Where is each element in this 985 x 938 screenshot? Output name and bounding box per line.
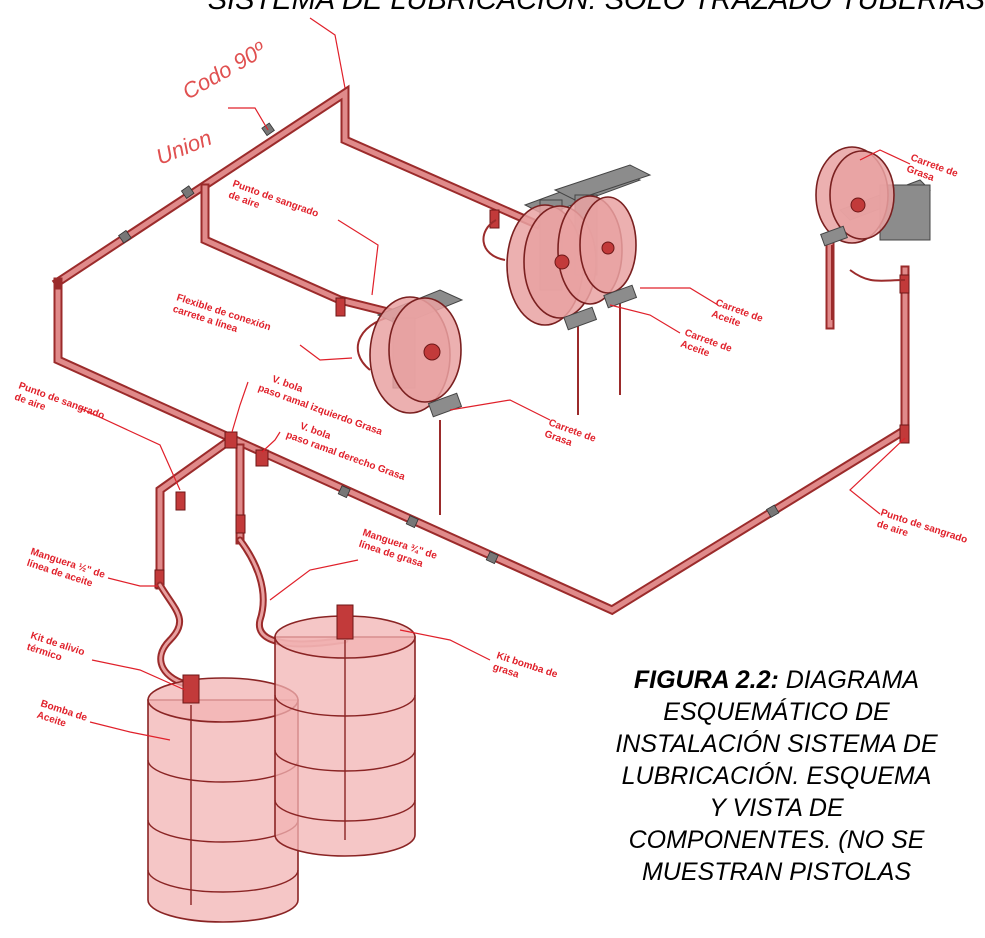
label-union: Union [153, 125, 216, 170]
label-purga-right: Punto de sangrado de aire [875, 507, 968, 545]
drum-grasa [274, 604, 416, 857]
figure-caption: FIGURA 2.2: DIAGRAMA ESQUEMÁTICO DE INST… [568, 664, 985, 888]
union-fitting [765, 504, 780, 518]
pump-head [336, 604, 354, 640]
label-carrete-grasa-mid: Carrete de Grasa [543, 417, 598, 448]
pipe-unions [118, 122, 780, 565]
label-carrete-aceite-1: Carrete de Aceite [710, 297, 765, 329]
page-title: SISTEMA DE LUBRICACIÓN: SOLO TRAZADO TUB… [207, 0, 985, 16]
union-fitting [118, 229, 132, 244]
bleed-valve [489, 209, 500, 229]
reel-grasa-right [815, 146, 931, 247]
caption-line: Y VISTA DE [709, 794, 844, 822]
reel-aceite-group [506, 164, 652, 331]
ball-valve [224, 431, 238, 449]
pump-head [182, 674, 200, 704]
bleed-valve [899, 274, 910, 294]
union-fitting [405, 515, 419, 529]
main-pipe-network [51, 84, 910, 616]
caption-line: LUBRICACIÓN. ESQUEMA [621, 762, 932, 790]
caption-line: INSTALACIÓN SISTEMA DE [615, 730, 938, 758]
label-codo: Codo 90º [178, 37, 270, 105]
union-fitting [180, 185, 195, 199]
leader-lines [79, 17, 911, 741]
reel-grasa-mid [369, 289, 464, 418]
union-fitting [337, 485, 351, 499]
caption-line: DIAGRAMA [785, 666, 920, 694]
bleed-valve [899, 424, 910, 444]
label-purga-top: Punto de sangrado de aire [227, 178, 320, 219]
caption-line: ESQUEMÁTICO DE [663, 698, 890, 726]
label-flexible: Flexible de conexión carrete a línea [171, 292, 272, 335]
caption-line: MUESTRAN PISTOLAS [641, 858, 912, 886]
caption-line: COMPONENTES. (NO SE [628, 826, 925, 854]
bleed-valve [175, 491, 186, 511]
bleed-valve [335, 297, 346, 317]
label-carrete-aceite-2: Carrete de Aceite [679, 327, 734, 359]
label-kit-bomba-grasa: Kit bomba de grasa [491, 650, 559, 680]
ball-valve [255, 449, 269, 467]
valves [154, 209, 910, 589]
label-manguera-aceite: Manguera ½" de línea de aceite [25, 546, 106, 589]
label-manguera-grasa: Manguera ¾" de línea de grasa [357, 527, 438, 570]
bleed-valve [235, 514, 246, 534]
caption-bold: FIGURA 2.2: [633, 666, 779, 694]
union-fitting [485, 551, 499, 565]
label-purga-left: Punto de sangrado de aire [13, 380, 106, 421]
drum-aceite [147, 674, 299, 923]
label-bomba-aceite: Bomba de Aceite [35, 698, 88, 729]
label-kit-alivio: Kit de alivio térmico [25, 630, 85, 663]
